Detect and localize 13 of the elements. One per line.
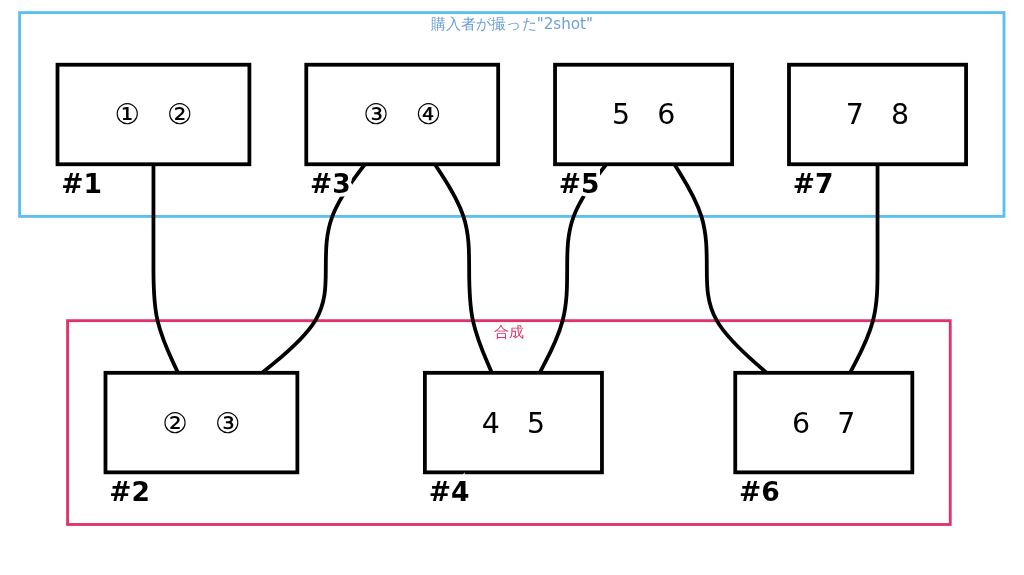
box-number: #7 <box>793 167 834 199</box>
node-box: ③ ④ <box>304 62 501 167</box>
node-box: ① ② <box>55 62 252 167</box>
box-number: #2 <box>109 475 151 507</box>
box-number: #1 <box>61 167 103 199</box>
box-number: #3 <box>310 167 351 199</box>
node-box: 6 7 <box>733 370 915 475</box>
node-box: 7 8 <box>787 62 969 167</box>
node-box: 4 5 <box>423 370 605 475</box>
box-number: #4 <box>428 475 470 507</box>
node-box: 5 6 <box>553 62 735 167</box>
node-box: ② ③ <box>103 370 300 475</box>
box-number: #6 <box>739 475 780 507</box>
